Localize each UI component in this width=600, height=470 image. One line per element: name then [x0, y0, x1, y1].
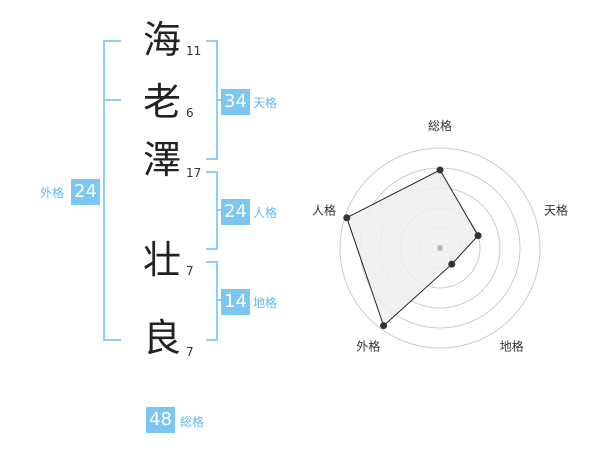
tenkaku-score: 34: [221, 89, 250, 115]
jinkaku-bracket-tick: [216, 209, 222, 211]
tenkaku-bracket-tick: [216, 99, 222, 101]
radar-axis-label-3: 地格: [500, 339, 524, 354]
radar-point-4: [380, 322, 388, 330]
stroke-count-3: 17: [186, 166, 202, 180]
radar-axis-label-5: 人格: [312, 202, 336, 217]
radar-point-3: [448, 260, 456, 268]
soukaku-label: 総格: [180, 415, 205, 429]
soukaku-score: 48: [146, 407, 175, 433]
stroke-count-4: 7: [186, 264, 194, 278]
name-char-5: 良: [142, 316, 181, 360]
chikaku-score: 14: [221, 289, 250, 315]
radar-axis-label-1: 総格: [428, 118, 452, 133]
name-char-1: 海: [142, 18, 181, 62]
radar-points: [343, 166, 482, 330]
gaikaku-score: 24: [71, 179, 100, 205]
chikaku-bracket: [206, 261, 218, 341]
gaikaku-bracket: [103, 40, 121, 341]
stroke-count-2: 6: [186, 106, 194, 120]
stroke-count-5: 7: [186, 345, 194, 359]
chikaku-bracket-tick: [216, 299, 222, 301]
stroke-count-1: 11: [186, 44, 202, 58]
radar-axis-label-2: 天格: [544, 202, 568, 217]
tenkaku-label: 天格: [253, 96, 278, 110]
name-char-4: 壮: [142, 238, 181, 282]
name-char-3: 澤: [142, 138, 181, 182]
gaikaku-bracket-tick: [103, 99, 121, 101]
chikaku-label: 地格: [253, 296, 278, 310]
jinkaku-score: 24: [221, 199, 250, 225]
radar-point-5: [343, 214, 351, 222]
radar-point-2: [474, 232, 482, 240]
radar-axis-label-4: 外格: [356, 339, 380, 354]
jinkaku-label: 人格: [253, 206, 278, 220]
radar-center-dot: [437, 245, 443, 251]
name-char-2: 老: [142, 80, 181, 124]
radar-point-1: [436, 166, 444, 174]
radar-polygon: [346, 169, 479, 327]
gaikaku-label: 外格: [40, 186, 65, 200]
